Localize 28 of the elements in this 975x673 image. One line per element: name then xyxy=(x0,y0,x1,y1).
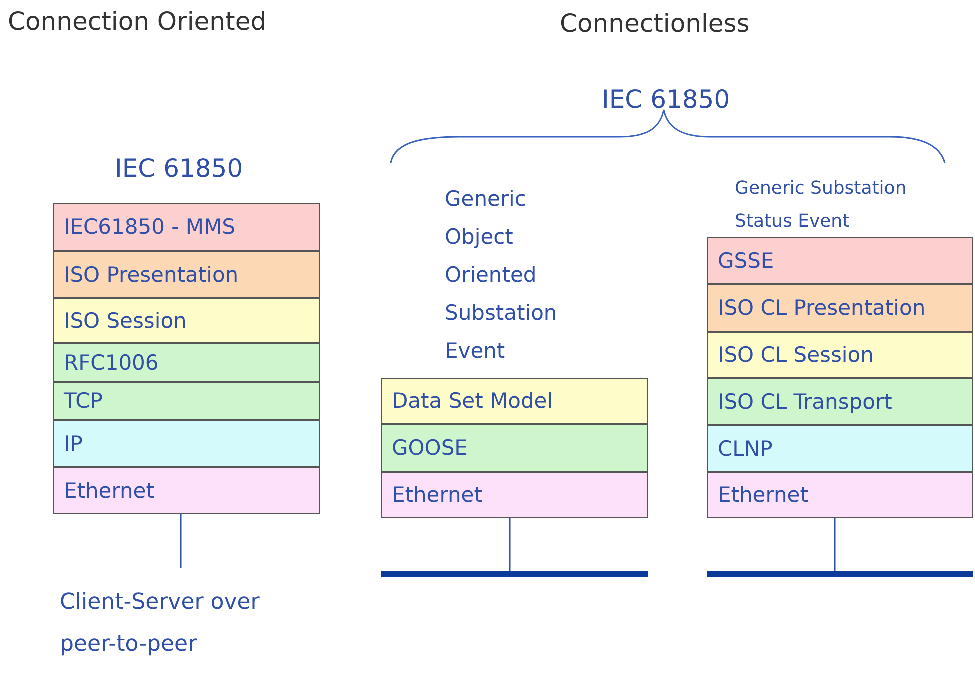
protocol-layer: GSSE xyxy=(707,237,973,284)
stack-title: IEC 61850 xyxy=(602,84,730,116)
protocol-layer: RFC1006 xyxy=(53,343,320,382)
bus-bar xyxy=(707,571,973,577)
protocol-layer: Data Set Model xyxy=(381,378,648,424)
protocol-layer: ISO CL Presentation xyxy=(707,284,973,332)
protocol-layer: Ethernet xyxy=(381,472,648,518)
stack-description: Generic Object Oriented Substation Event xyxy=(445,186,558,365)
protocol-layer: ISO CL Transport xyxy=(707,378,973,425)
connector-line xyxy=(509,518,511,571)
protocol-layer: Ethernet xyxy=(53,467,320,514)
protocol-layer: IEC61850 - MMS xyxy=(53,203,320,251)
connector-line xyxy=(180,514,182,568)
caption-text: Client-Server over peer-to-peer xyxy=(60,589,261,659)
protocol-layer: ISO CL Session xyxy=(707,332,973,378)
connector-line xyxy=(834,518,836,571)
protocol-layer: Ethernet xyxy=(707,472,973,518)
protocol-layer: TCP xyxy=(53,382,320,420)
protocol-layer: ISO Presentation xyxy=(53,251,320,298)
section-heading: Connectionless xyxy=(560,8,750,40)
stack-description: Generic Substation Status Event xyxy=(735,177,908,234)
protocol-layer: ISO Session xyxy=(53,298,320,343)
protocol-layer: GOOSE xyxy=(381,424,648,472)
protocol-layer: IP xyxy=(53,420,320,467)
section-heading: Connection Oriented xyxy=(8,6,267,38)
bus-bar xyxy=(381,571,648,577)
stack-title: IEC 61850 xyxy=(115,153,244,185)
protocol-layer: CLNP xyxy=(707,425,973,472)
